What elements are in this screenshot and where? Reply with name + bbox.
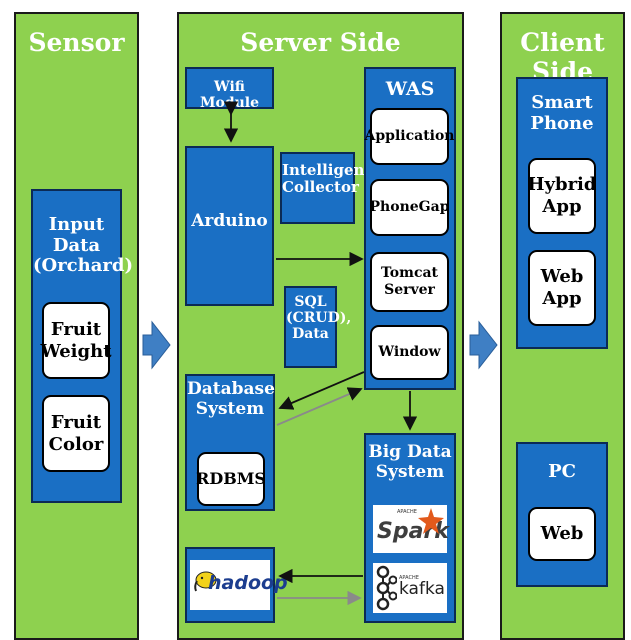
web-app-box: Web App — [528, 250, 596, 326]
was-tomcat-server-box: Tomcat Server — [370, 252, 449, 312]
database-system-label: Database System — [187, 379, 275, 419]
was-window-box: Window — [370, 325, 449, 380]
big-data-system-label: Big Data System — [368, 442, 452, 482]
arduino-label: Arduino — [191, 211, 268, 231]
input-data-label: Input Data (Orchard) — [33, 214, 133, 277]
kafka-name-text: kafka — [399, 579, 445, 599]
server-to-client-arrow — [469, 320, 498, 370]
spark-logo: APACHE Spark — [373, 505, 449, 553]
sensor-to-server-arrow — [142, 320, 171, 370]
smart-phone-label: Smart Phone — [530, 92, 594, 134]
wifi-module-label: Wifi Module — [199, 79, 260, 112]
hadoop-logo: hadoop — [190, 560, 288, 610]
sensor-title: Sensor — [28, 28, 125, 57]
spark-star-icon — [418, 508, 444, 534]
wifi-module-box: Wifi Module — [185, 67, 274, 112]
intelligent-collector-box: Intelligent Collector — [280, 152, 372, 224]
was-phonegap-box: PhoneGap — [370, 179, 449, 236]
fruit-color-box: Fruit Color — [42, 395, 110, 472]
spark-apache-text: APACHE — [397, 509, 417, 515]
hybrid-app-box: Hybrid App — [528, 158, 596, 234]
pc-web-box: Web — [528, 507, 596, 561]
pc-label: PC — [548, 461, 576, 482]
hadoop-elephant-icon — [194, 571, 217, 592]
hadoop-name-text: hadoop — [208, 572, 288, 594]
intelligent-collector-label: Intelligent Collector — [282, 161, 372, 197]
kafka-apache-text: APACHE — [399, 575, 419, 581]
sql-box: SQL (CRUD), Data — [284, 286, 352, 368]
kafka-nodes-icon — [376, 565, 397, 611]
rdbms-box: RDBMS — [196, 452, 266, 506]
arduino-box: Arduino — [185, 146, 274, 306]
was-title: WAS — [385, 78, 435, 100]
server-title: Server Side — [240, 28, 401, 57]
kafka-logo: APACHE kafka — [373, 563, 447, 613]
was-application-box: Application — [365, 108, 455, 165]
fruit-weight-box: Fruit Weight — [40, 302, 112, 379]
sql-label: SQL (CRUD), Data — [286, 294, 352, 343]
